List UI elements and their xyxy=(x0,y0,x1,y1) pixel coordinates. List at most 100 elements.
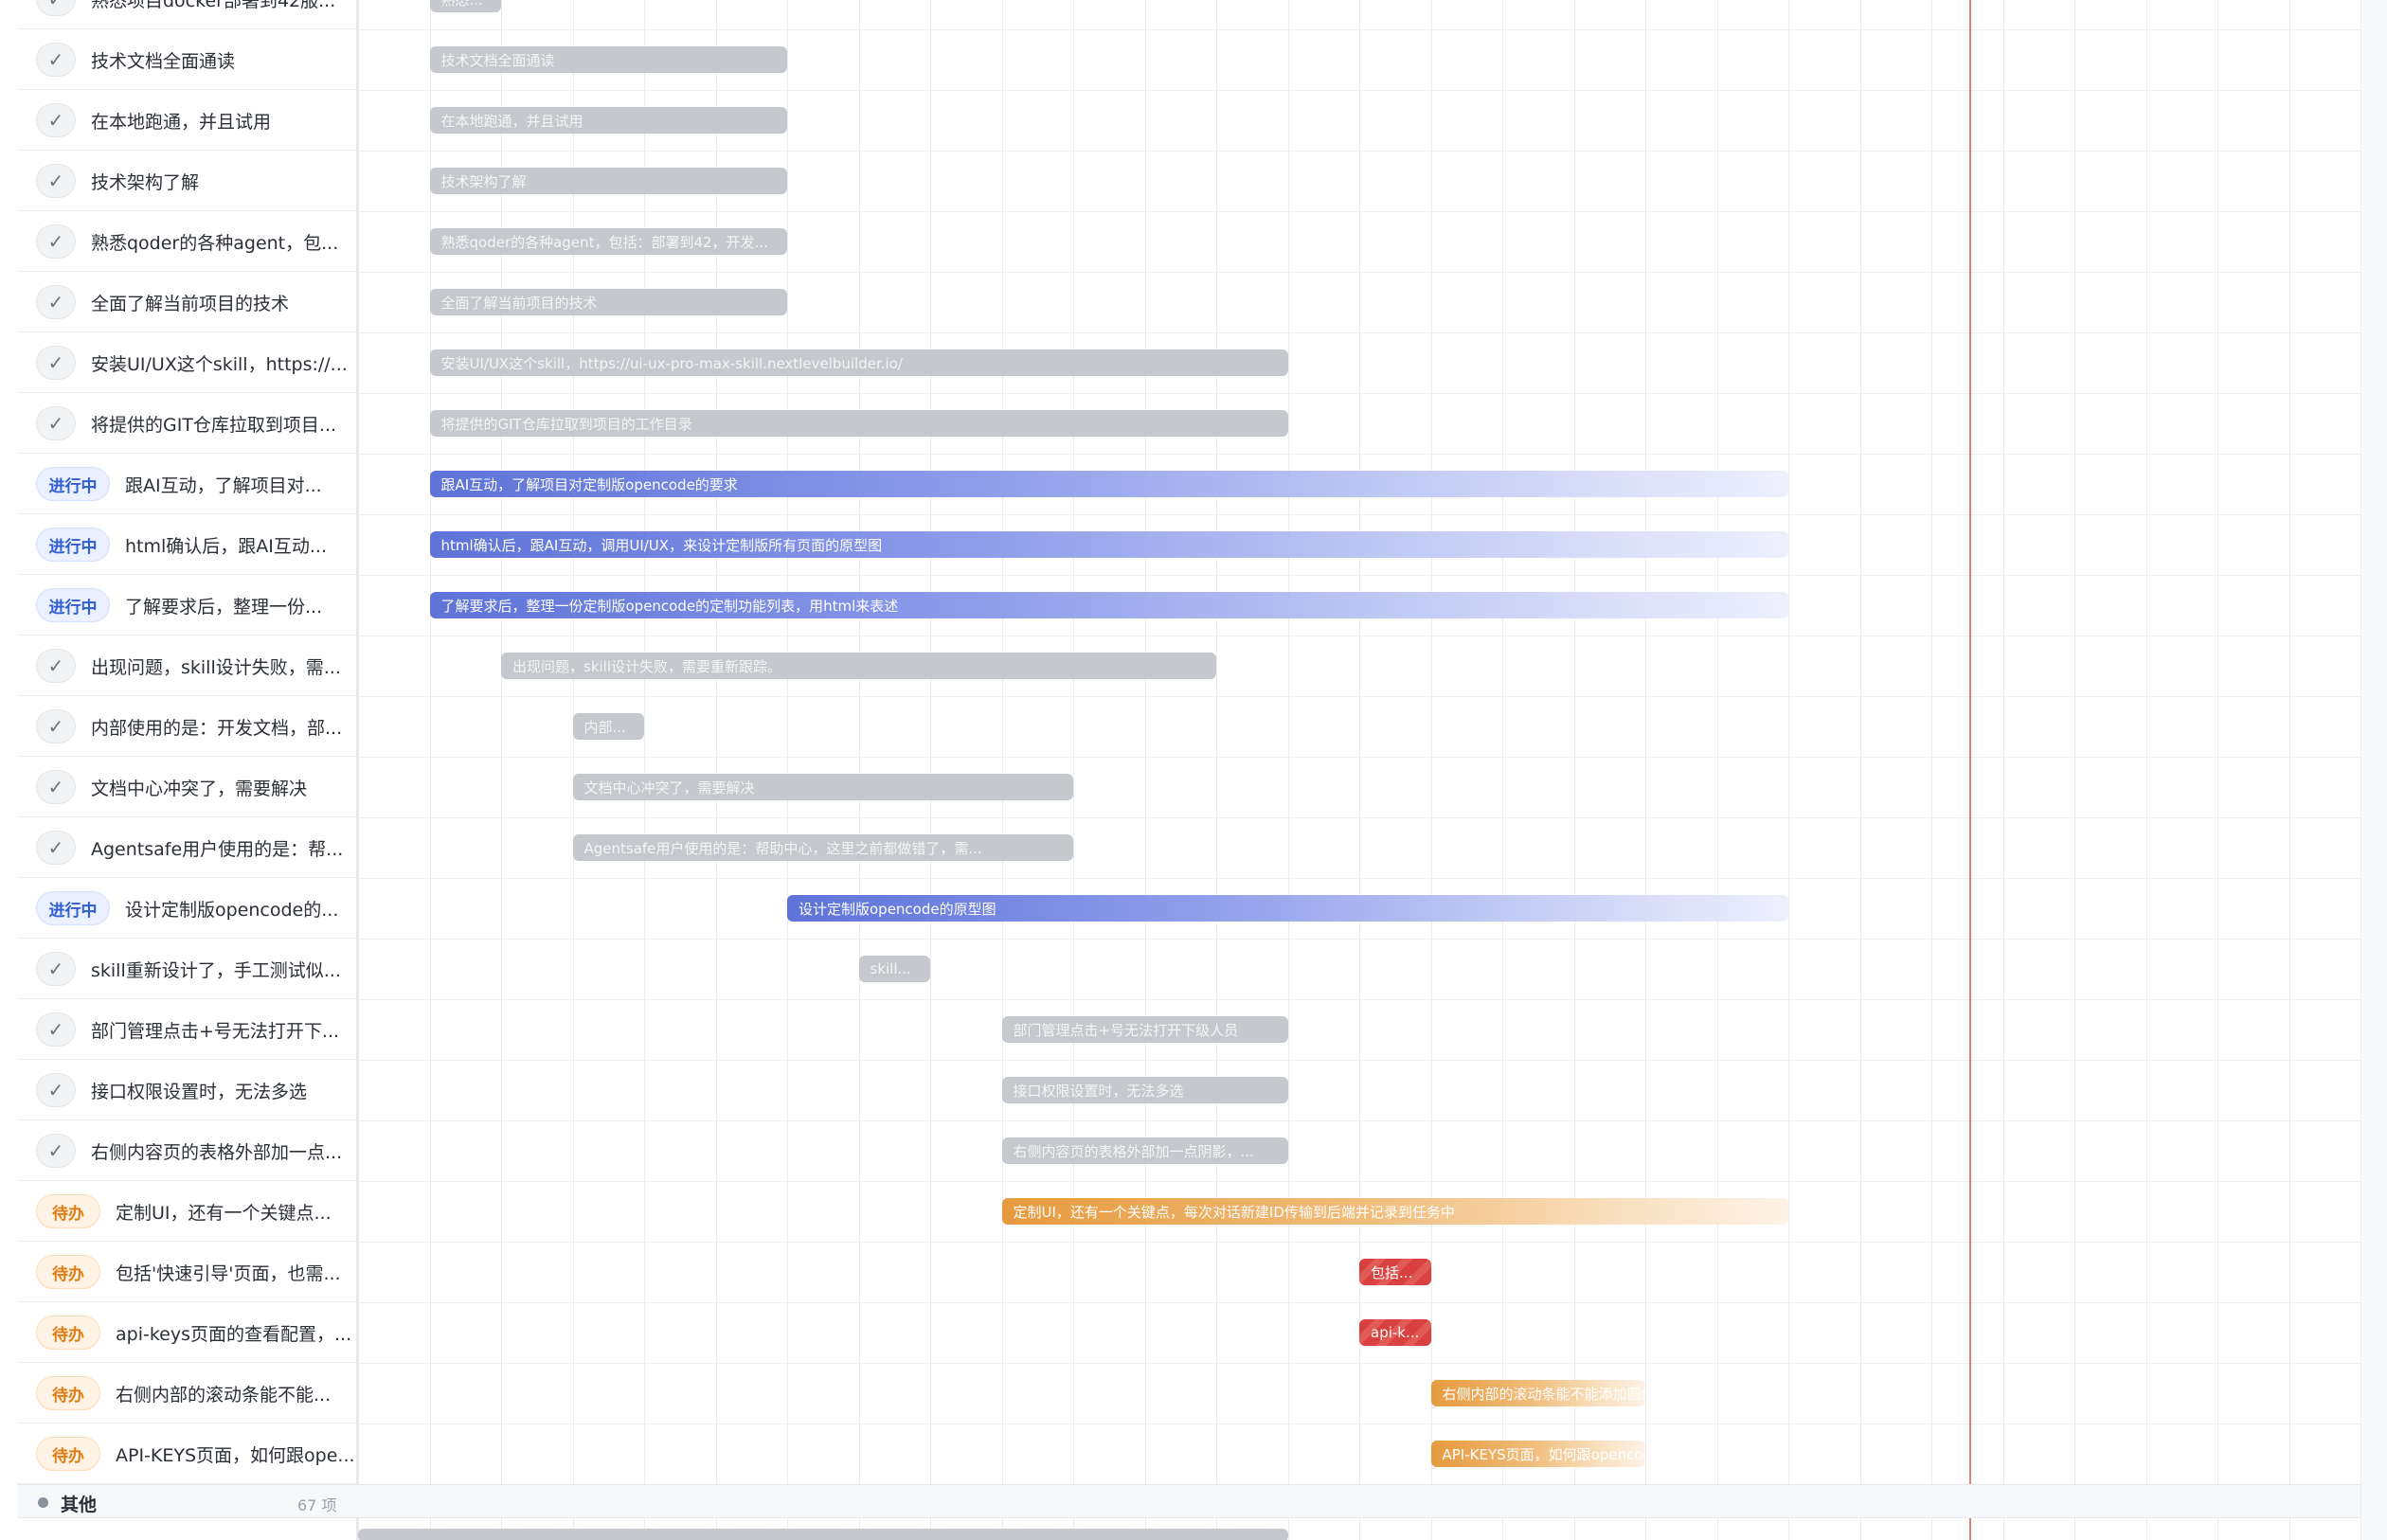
task-row[interactable]: ✓在本地跑通，并且试用 xyxy=(17,91,356,151)
gantt-bar[interactable] xyxy=(358,1529,1288,1540)
gantt-bar[interactable]: 熟悉qoder的各种agent，包括：部署到42，开发... xyxy=(429,228,787,255)
gantt-bar[interactable]: 接口权限设置时，无法多选 xyxy=(1001,1077,1288,1103)
task-title: 安装UI/UX这个skill，https://... xyxy=(91,353,347,375)
status-check-icon[interactable]: ✓ xyxy=(36,103,76,137)
task-row[interactable]: 待办包括'快速引导'页面，也需... xyxy=(17,1243,356,1302)
gantt-bar[interactable]: 跟AI互动，了解项目对定制版opencode的要求 xyxy=(429,471,1788,497)
gantt-bar[interactable]: 了解要求后，整理一份定制版opencode的定制功能列表，用html来表述 xyxy=(429,592,1788,618)
gantt-bar-label: 熟悉qoder的各种agent，包括：部署到42，开发... xyxy=(440,233,768,251)
task-row[interactable]: 进行中跟AI互动，了解项目对... xyxy=(17,455,356,514)
gantt-bar[interactable]: 技术架构了解 xyxy=(429,168,787,194)
grid-row-line xyxy=(358,514,2360,515)
status-check-icon[interactable]: ✓ xyxy=(36,43,76,77)
task-row[interactable]: ✓出现问题，skill设计失败，需... xyxy=(17,636,356,696)
task-row[interactable]: ✓接口权限设置时，无法多选 xyxy=(17,1061,356,1120)
gantt-bar[interactable]: html确认后，跟AI互动，调用UI/UX，来设计定制版所有页面的原型图 xyxy=(429,531,1788,558)
status-badge[interactable]: 进行中 xyxy=(36,891,110,925)
task-row[interactable]: ✓ 安装UI/UX这个skill，https://... xyxy=(17,333,356,393)
task-title: 文档中心冲突了，需要解决 xyxy=(91,778,308,799)
status-check-icon[interactable]: ✓ xyxy=(36,649,76,683)
status-badge[interactable]: 待办 xyxy=(36,1437,100,1471)
task-row[interactable]: ✓内部使用的是：开发文档，部... xyxy=(17,697,356,757)
gantt-bar-label: 出现问题，skill设计失败，需要重新跟踪。 xyxy=(512,657,782,675)
gantt-bar-label: api-k... xyxy=(1371,1324,1420,1341)
grid-column-line xyxy=(2288,0,2290,1540)
status-badge[interactable]: 待办 xyxy=(36,1255,100,1289)
status-check-icon[interactable]: ✓ xyxy=(36,0,76,16)
task-row[interactable]: ✓ 部门管理点击+号无法打开下... xyxy=(17,1000,356,1060)
grid-column-line xyxy=(1144,0,1146,1540)
gantt-bar-label: 包括... xyxy=(1371,1263,1413,1281)
status-check-icon[interactable]: ✓ xyxy=(36,952,76,986)
gantt-bar[interactable]: 在本地跑通，并且试用 xyxy=(429,107,787,134)
status-check-icon[interactable]: ✓ xyxy=(36,164,76,198)
status-check-icon[interactable]: ✓ xyxy=(36,770,76,804)
gantt-bar-label: html确认后，跟AI互动，调用UI/UX，来设计定制版所有页面的原型图 xyxy=(440,536,883,554)
status-badge[interactable]: 进行中 xyxy=(36,528,110,562)
grid-column-line xyxy=(358,0,359,1540)
task-row[interactable]: ✓全面了解当前项目的技术 xyxy=(17,273,356,332)
gantt-bar[interactable]: 部门管理点击+号无法打开下级人员 xyxy=(1001,1016,1288,1043)
gantt-bar-label: 技术架构了解 xyxy=(440,172,527,190)
gantt-bar[interactable]: 安装UI/UX这个skill，https://ui-ux-pro-max-ski… xyxy=(429,349,1288,376)
gantt-bar[interactable]: API-KEYS页面，如何跟opencode绑定... xyxy=(1430,1441,1645,1467)
task-row[interactable]: ✓熟悉qoder的各种agent，包... xyxy=(17,212,356,272)
status-badge[interactable]: 进行中 xyxy=(36,588,110,622)
status-badge[interactable]: 待办 xyxy=(36,1194,100,1228)
group-header-other[interactable]: 其他 67 项 xyxy=(17,1484,2360,1518)
task-row[interactable]: 待办右侧内部的滚动条能不能... xyxy=(17,1364,356,1424)
right-scroll-gutter[interactable] xyxy=(2360,0,2387,1540)
grid-column-line xyxy=(715,0,717,1540)
gantt-bar[interactable]: skill... xyxy=(858,956,930,982)
gantt-bar[interactable]: 熟悉... xyxy=(429,0,501,12)
task-row[interactable]: ✓ 文档中心冲突了，需要解决 xyxy=(17,758,356,817)
status-check-icon[interactable]: ✓ xyxy=(36,1073,76,1107)
status-check-icon[interactable]: ✓ xyxy=(36,1134,76,1168)
gantt-bar[interactable]: Agentsafe用户使用的是：帮助中心，这里之前都做错了，需... xyxy=(572,834,1073,861)
task-row[interactable]: ✓技术架构了解 xyxy=(17,152,356,211)
status-check-icon[interactable]: ✓ xyxy=(36,1012,76,1047)
task-title: api-keys页面的查看配置，... xyxy=(116,1323,352,1345)
gantt-bar[interactable]: 文档中心冲突了，需要解决 xyxy=(572,774,1073,800)
grid-column-line xyxy=(572,0,574,1540)
gantt-bar[interactable]: 设计定制版opencode的原型图 xyxy=(787,895,1788,922)
gantt-bar[interactable]: 全面了解当前项目的技术 xyxy=(429,289,787,315)
gantt-bar[interactable]: 右侧内部的滚动条能不能添加圆角，... xyxy=(1430,1380,1645,1406)
gantt-bar[interactable]: 右侧内容页的表格外部加一点阴影，... xyxy=(1001,1137,1288,1164)
gantt-bar[interactable]: 定制UI，还有一个关键点，每次对话新建ID传输到后端并记录到任务中 xyxy=(1001,1198,1788,1225)
task-row[interactable]: 待办 api-keys页面的查看配置，... xyxy=(17,1303,356,1363)
task-row[interactable]: ✓Agentsafe用户使用的是：帮... xyxy=(17,818,356,878)
task-title: 了解要求后，整理一份... xyxy=(125,596,323,618)
task-title: 部门管理点击+号无法打开下... xyxy=(91,1020,340,1042)
gantt-bar[interactable]: 技术文档全面通读 xyxy=(429,46,787,73)
status-check-icon[interactable]: ✓ xyxy=(36,709,76,743)
status-check-icon[interactable]: ✓ xyxy=(36,224,76,259)
task-row[interactable]: ✓将提供的GIT仓库拉取到项目... xyxy=(17,394,356,454)
task-row[interactable]: 进行中设计定制版opencode的... xyxy=(17,879,356,939)
gantt-bar[interactable]: 将提供的GIT仓库拉取到项目的工作目录 xyxy=(429,410,1288,437)
status-check-icon[interactable]: ✓ xyxy=(36,406,76,440)
task-title: 设计定制版opencode的... xyxy=(125,899,339,921)
task-row[interactable]: ✓右侧内容页的表格外部加一点... xyxy=(17,1121,356,1181)
status-check-icon[interactable]: ✓ xyxy=(36,831,76,865)
grid-row-line xyxy=(358,393,2360,394)
task-title: 熟悉项目docker部署到42服... xyxy=(91,0,336,11)
status-check-icon[interactable]: ✓ xyxy=(36,346,76,380)
status-badge[interactable]: 进行中 xyxy=(36,467,110,501)
status-badge[interactable]: 待办 xyxy=(36,1316,100,1350)
gantt-bar[interactable]: 出现问题，skill设计失败，需要重新跟踪。 xyxy=(501,653,1216,679)
grid-column-line xyxy=(1216,0,1217,1540)
task-row[interactable]: 待办定制UI，还有一个关键点... xyxy=(17,1182,356,1242)
task-row[interactable]: 进行中了解要求后，整理一份... xyxy=(17,576,356,636)
gantt-bar[interactable]: 内部... xyxy=(572,713,644,740)
task-row[interactable]: ✓skill重新设计了，手工测试似... xyxy=(17,940,356,999)
task-row[interactable]: ✓技术文档全面通读 xyxy=(17,30,356,90)
gantt-bar[interactable]: 包括... xyxy=(1359,1259,1431,1285)
gantt-bar[interactable]: api-k... xyxy=(1359,1319,1431,1346)
status-check-icon[interactable]: ✓ xyxy=(36,285,76,319)
status-badge[interactable]: 待办 xyxy=(36,1376,100,1410)
grid-row-line xyxy=(358,575,2360,576)
task-row[interactable]: ✓ 熟悉项目docker部署到42服... xyxy=(17,0,356,29)
